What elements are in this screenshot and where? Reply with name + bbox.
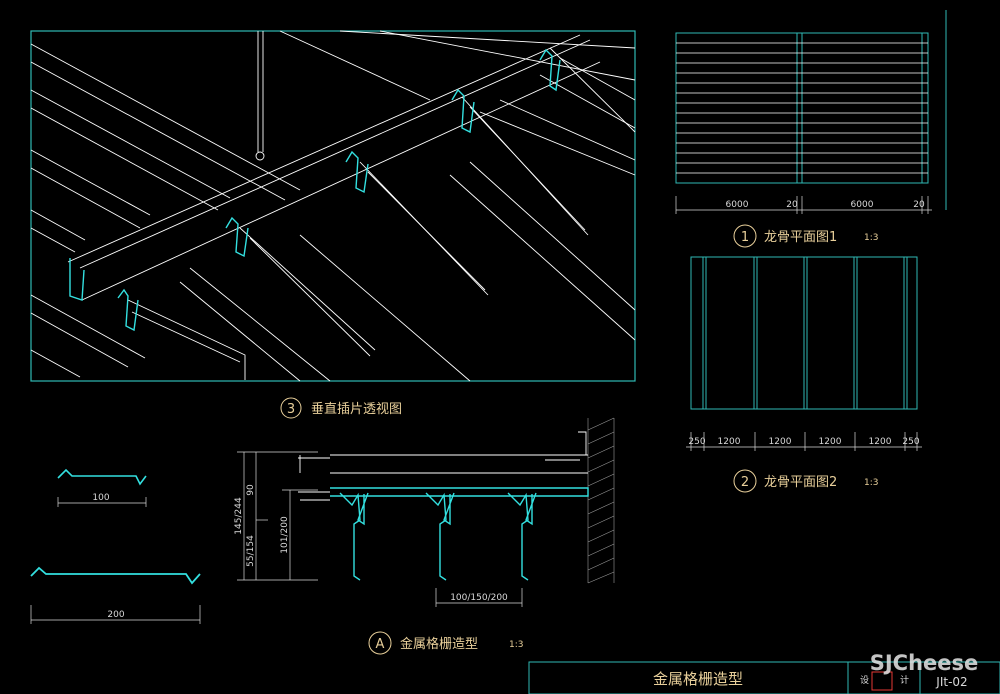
title-block: 金属格栅造型 设 计 JIt-02 bbox=[528, 661, 1000, 694]
dim-145-244: 145/244 bbox=[234, 497, 244, 535]
dim-spacing: 100/150/200 bbox=[450, 593, 508, 603]
v2-dim-2: 1200 bbox=[718, 437, 741, 447]
view1-title: 龙骨平面图1 bbox=[764, 230, 837, 245]
view3-label: 3 垂直插片透视图 bbox=[280, 397, 402, 419]
viewA-title: 金属格栅造型 bbox=[400, 636, 478, 652]
profile-small-dim: 100 bbox=[92, 493, 109, 503]
view2-label: 2 龙骨平面图2 1:3 bbox=[733, 469, 878, 493]
watermark: SJCheese bbox=[870, 651, 979, 675]
dim-55-154: 55/154 bbox=[246, 535, 256, 567]
v2-dim-5: 1200 bbox=[869, 437, 892, 447]
dim-101-200: 101/200 bbox=[280, 516, 290, 554]
view2-title: 龙骨平面图2 bbox=[764, 475, 837, 490]
title-block-title: 金属格栅造型 bbox=[653, 670, 743, 688]
plan-view-1: 6000 20 6000 20 bbox=[675, 10, 947, 214]
viewA-scale: 1:3 bbox=[509, 640, 523, 650]
viewA-number: A bbox=[376, 637, 385, 652]
view2-number: 2 bbox=[741, 475, 749, 490]
v2-dim-6: 250 bbox=[902, 437, 919, 447]
dim-90: 90 bbox=[246, 484, 256, 496]
view3-title: 垂直插片透视图 bbox=[311, 402, 402, 417]
view1-scale: 1:3 bbox=[864, 233, 878, 243]
view3-number: 3 bbox=[287, 402, 295, 417]
v2-dim-4: 1200 bbox=[819, 437, 842, 447]
v1-dim-4: 20 bbox=[913, 200, 925, 210]
title-block-code: JIt-02 bbox=[935, 675, 967, 689]
v2-dim-1: 250 bbox=[688, 437, 705, 447]
title-block-calc: 计 bbox=[900, 674, 909, 686]
view1-number: 1 bbox=[741, 230, 749, 245]
view1-label: 1 龙骨平面图1 1:3 bbox=[733, 224, 878, 248]
v1-dim-2: 20 bbox=[786, 200, 798, 210]
v2-dim-3: 1200 bbox=[769, 437, 792, 447]
viewA-label: A 金属格栅造型 1:3 bbox=[368, 631, 523, 655]
v1-dim-1: 6000 bbox=[726, 200, 749, 210]
perspective-view bbox=[30, 30, 636, 382]
view2-scale: 1:3 bbox=[864, 478, 878, 488]
section-a: 145/244 90 55/154 101/200 100/150/200 bbox=[234, 417, 615, 607]
plan-view-2: 250 1200 1200 1200 1200 250 bbox=[686, 256, 922, 451]
profile-small: 100 bbox=[57, 468, 147, 507]
title-block-design: 设 bbox=[860, 675, 869, 686]
profile-large: 200 bbox=[30, 566, 201, 624]
profile-large-dim: 200 bbox=[107, 610, 124, 620]
v1-dim-3: 6000 bbox=[851, 200, 874, 210]
